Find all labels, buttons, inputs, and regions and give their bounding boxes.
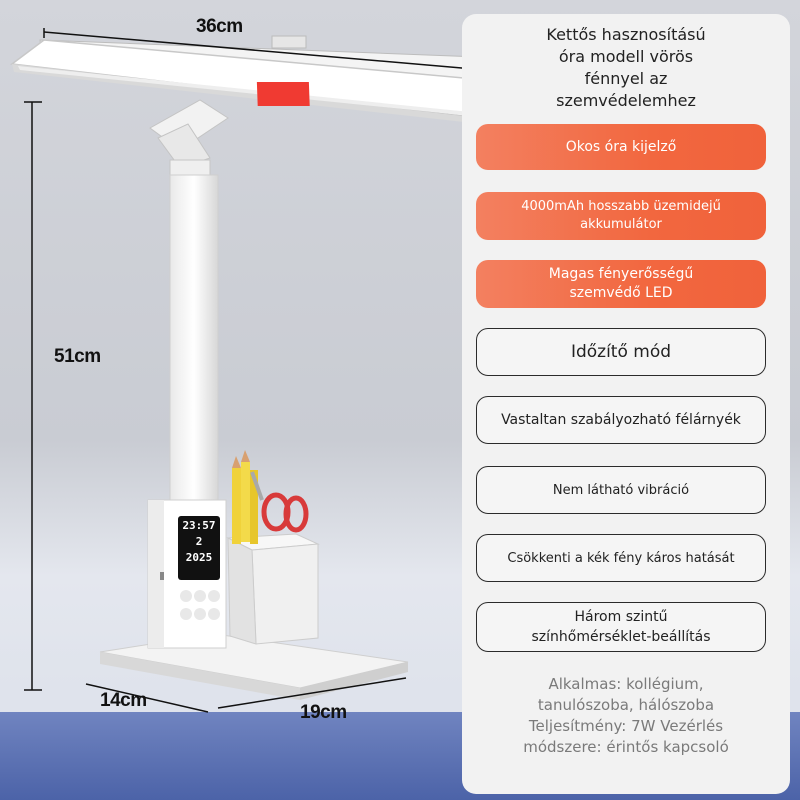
panel-footer: Alkalmas: kollégium, tanulószoba, hálósz… (523, 675, 729, 756)
dimension-depth-label: 14cm (100, 690, 147, 711)
feature-smart-clock: Okos óra kijelző (476, 124, 766, 170)
feature-timer: Időzítő mód (476, 328, 766, 376)
feature-no-flicker: Nem látható vibráció (476, 466, 766, 514)
feature-color-temperature: Három szintű színhőmérséklet-beállítás (476, 602, 766, 652)
dimension-height-label: 51cm (54, 346, 101, 367)
panel-title: Kettős hasznosítású óra modell vörös fén… (546, 25, 706, 110)
feature-led: Magas fényerősségű szemvédő LED (476, 260, 766, 308)
clock-year: 2025 (185, 551, 213, 564)
dimension-lines (24, 28, 509, 713)
lamp-base (99, 450, 409, 700)
feature-blue-light: Csökkenti a kék fény káros hatását (476, 534, 766, 582)
lamp-head (10, 35, 510, 124)
clock-screen (178, 516, 220, 580)
clock-time: 23:57 (182, 519, 216, 532)
dimension-base-width-label: 19cm (300, 702, 347, 723)
lamp-arm (149, 99, 229, 506)
red-light-window (256, 82, 310, 106)
clock-display: 23:57 2 2025 (178, 518, 220, 566)
clock-day: 2 (195, 535, 203, 548)
dimension-width-label: 36cm (196, 16, 243, 37)
feature-penumbra: Vastaltan szabályozható félárnyék (476, 396, 766, 444)
feature-battery: 4000mAh hosszabb üzemidejű akkumulátor (476, 192, 766, 240)
feature-panel: Kettős hasznosítású óra modell vörös fén… (462, 14, 790, 794)
